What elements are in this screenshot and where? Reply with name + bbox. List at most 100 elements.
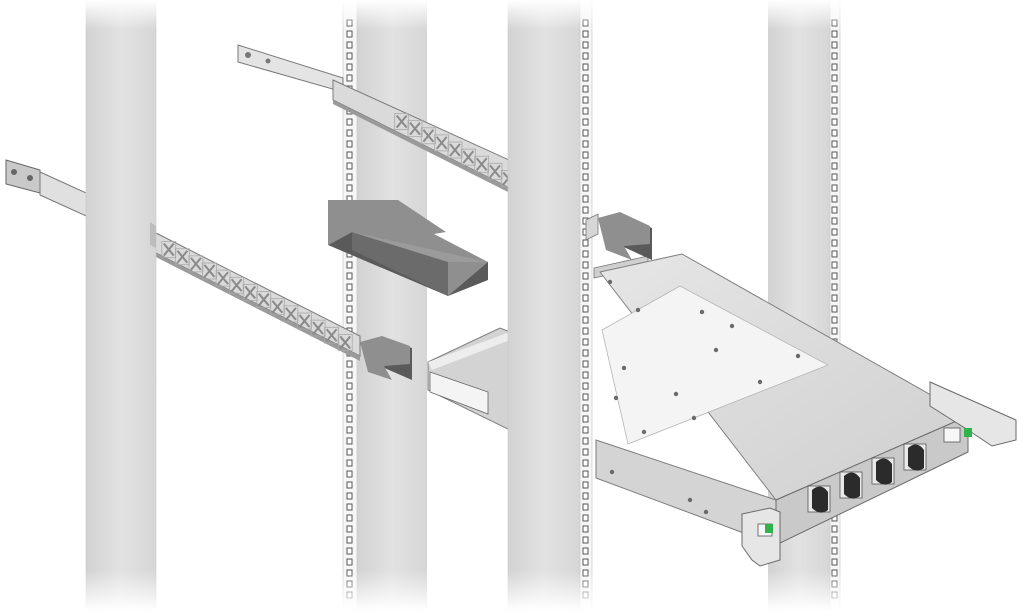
slide-rail-front [5,159,361,361]
rack-hole [582,558,589,566]
rack-hole [582,206,589,214]
rack-hole [831,140,838,148]
rack-hole [346,151,353,159]
rack-hole [346,525,353,533]
rack-hole [582,250,589,258]
rail-perforation-frame [324,326,340,344]
rail-perforation-pattern [161,241,353,351]
rail-perforation [190,257,202,271]
rack-hole [582,129,589,137]
rack-hole [582,52,589,60]
rack-hole [582,239,589,247]
rack-hole [346,261,353,269]
rack-hole [346,52,353,60]
rail-perforation [244,285,256,300]
rack-post-front-left [85,0,157,611]
rack-hole [831,151,838,159]
rack-hole [582,547,589,555]
rack-hole [831,294,838,302]
psu-handle [844,472,860,499]
rack-hole [831,107,838,115]
rack-hole [346,536,353,544]
rack-hole [831,63,838,71]
rack-post-rear-left [342,0,427,611]
rack-hole [831,52,838,60]
rail-perforation [339,335,351,350]
rail-perforation-frame [215,269,231,287]
rack-hole [582,173,589,181]
rack-hole [582,448,589,456]
rack-hole [582,327,589,335]
rack-hole [346,459,353,467]
rack-hole [582,536,589,544]
rail-perforation [312,321,324,335]
rack-hole [582,195,589,203]
screw [713,347,719,353]
rack-hole [346,415,353,423]
rack-hole [582,492,589,500]
rack-hole [346,305,353,313]
rack-hole [346,184,353,192]
psu-handle [908,444,924,471]
rack-hole [346,162,353,170]
rack-hole [582,371,589,379]
rack-hole [582,459,589,467]
rail-perforation [271,300,284,314]
rack-hole [346,360,353,368]
rail-perforation [435,136,448,150]
rack-hole [346,140,353,148]
status-led-left [765,524,773,533]
rack-hole [346,426,353,434]
rail-perforation [203,264,216,278]
rack-hole [582,96,589,104]
rack-hole [346,283,353,291]
rail-perforation-frame [174,248,190,266]
rack-hole [831,272,838,280]
rack-hole [582,316,589,324]
screw [703,509,709,515]
rack-hole [346,371,353,379]
rail-perforation [489,164,501,178]
rack-hole [582,404,589,412]
rack-hole [582,140,589,148]
rack-hole [346,173,353,181]
rail-perforation [176,250,189,264]
rack-hole [346,437,353,445]
rack-hole [582,74,589,82]
rail-perforation [217,271,229,285]
rack-hole [582,426,589,434]
psu-handle [812,486,828,513]
screw [607,279,613,285]
rail-end-bracket [585,213,599,241]
rack-hole [346,63,353,71]
rack-hole [346,514,353,522]
rack-hole [831,96,838,104]
rack-hole [582,151,589,159]
rail-perforation [230,278,243,292]
rack-hole [582,470,589,478]
screw [699,309,705,315]
rack-hole [582,503,589,511]
arrow-large-icon [328,200,488,296]
rack-hole [831,558,838,566]
rack-hole [831,547,838,555]
rail-perforation-frame [283,305,299,323]
screw [621,365,627,371]
screw [609,469,615,475]
rail-perforation-frame [202,262,217,280]
rail-perforation [258,292,270,307]
rack-hole [582,349,589,357]
rack-hole [346,294,353,302]
rail-perforation-frame [420,127,436,145]
rack-hole [582,525,589,533]
rack-hole [346,558,353,566]
front-port-block [943,427,961,443]
rail-perforation [298,314,311,328]
rack-hole [831,162,838,170]
rail-perforation [422,129,435,143]
rack-hole [582,338,589,346]
rack-hole [831,283,838,291]
rack-hole [346,492,353,500]
